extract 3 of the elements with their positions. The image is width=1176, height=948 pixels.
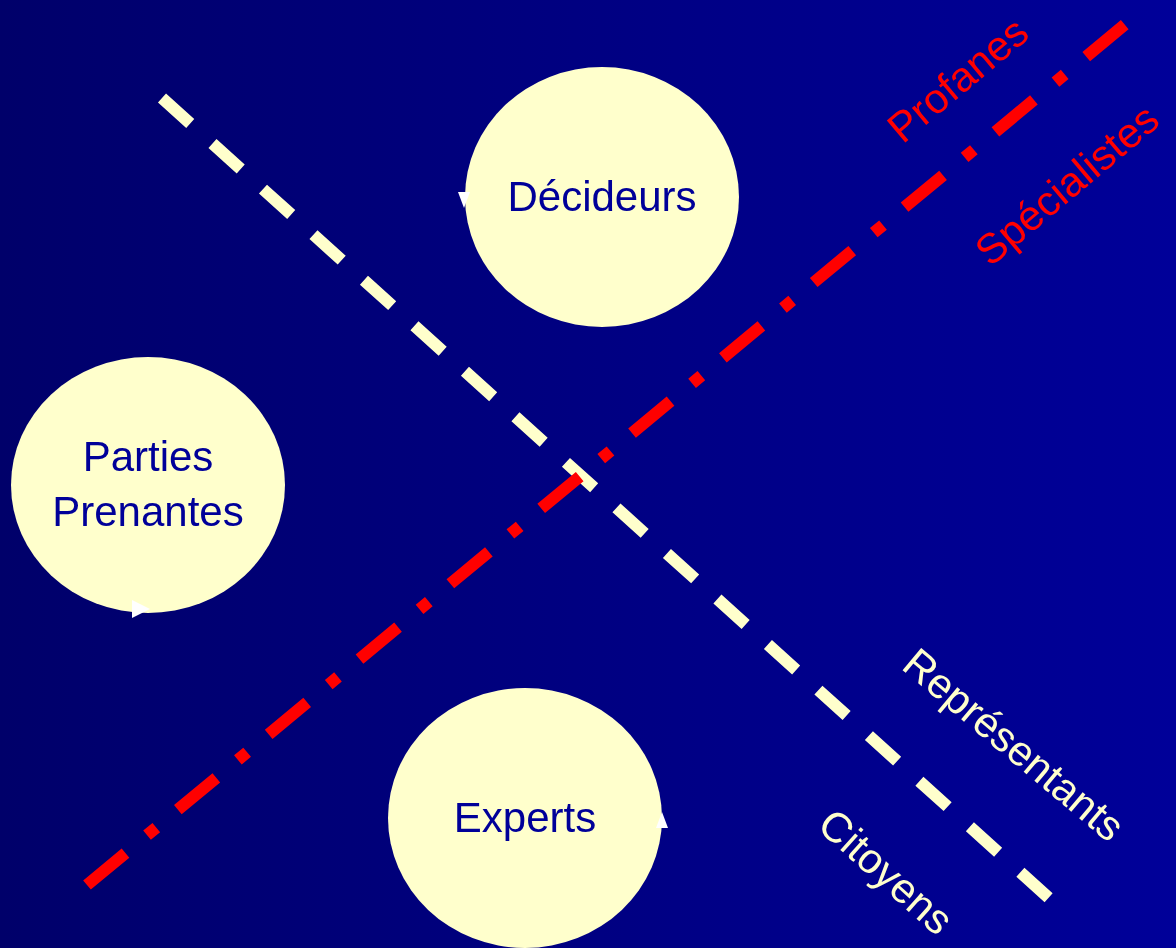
node-label: Experts (453, 792, 597, 843)
node-label: Décideurs (507, 171, 697, 222)
node-label: Parties Prenantes (51, 432, 245, 537)
